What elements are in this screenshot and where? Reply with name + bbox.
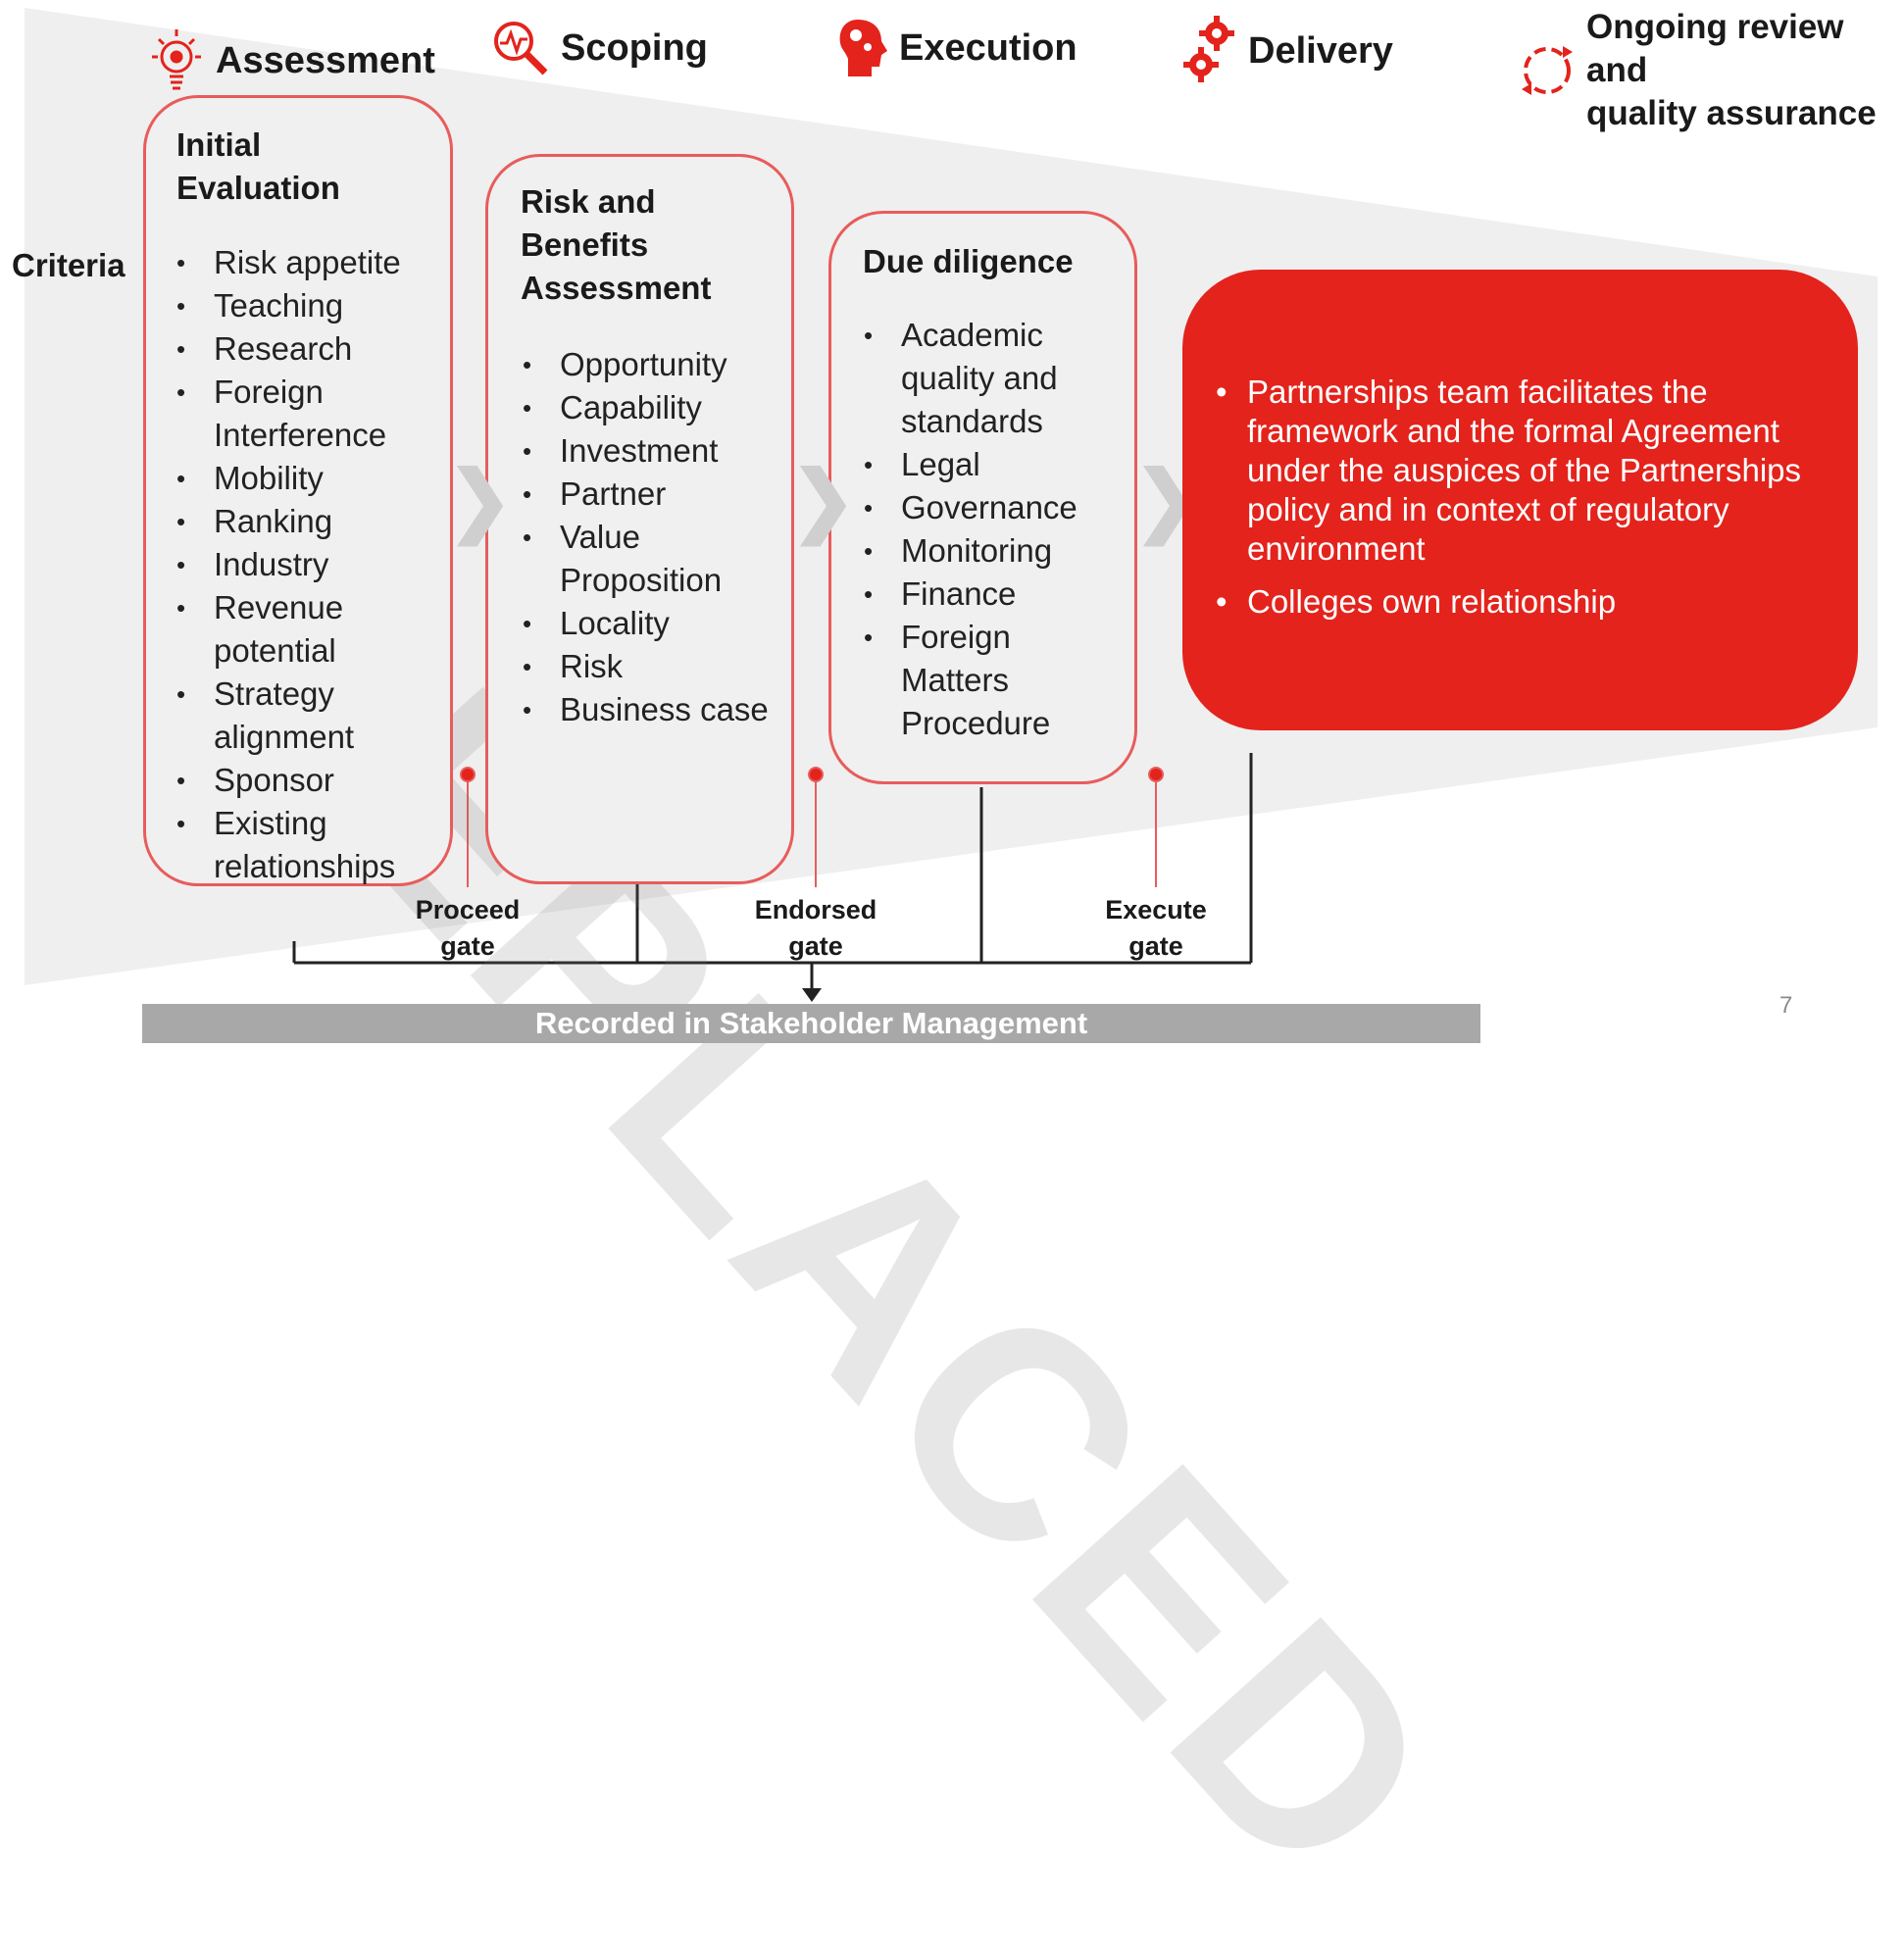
list-item: Governance: [864, 486, 1089, 529]
box-title: Risk and Benefits Assessment: [521, 183, 712, 306]
stage-label: Ongoing review and quality assurance: [1586, 8, 1877, 132]
list-item: Research: [176, 327, 441, 371]
execute-gate-label: Execute gate: [1105, 895, 1207, 961]
page-number: 7: [1779, 992, 1793, 1019]
list-item: Risk: [523, 645, 787, 688]
stage-label: Delivery: [1248, 30, 1393, 72]
stage-label: Assessment: [216, 40, 435, 81]
down-arrow: [802, 988, 822, 1002]
delivery-list: Partnerships team facilitates the framew…: [1216, 373, 1843, 635]
stage-delivery: Delivery: [1183, 16, 1393, 86]
risk-benefits-list: OpportunityCapabilityInvestmentPartnerVa…: [523, 343, 787, 731]
list-item: Teaching: [176, 284, 441, 327]
list-item: Sponsor: [176, 759, 441, 802]
list-item: Finance: [864, 573, 1089, 616]
due-diligence-list: Academic quality and standardsLegalGover…: [864, 314, 1089, 745]
list-item: Strategy alignment: [176, 673, 441, 759]
list-item: Revenue potential: [176, 586, 441, 673]
list-item: Opportunity: [523, 343, 787, 386]
list-item: Value Proposition: [523, 516, 787, 602]
magnifier-icon: [494, 22, 548, 75]
box-title: Initial Evaluation: [176, 126, 340, 206]
list-item: Academic quality and standards: [864, 314, 1089, 443]
list-item: Ranking: [176, 500, 441, 543]
list-item: Existing relationships: [176, 802, 441, 888]
list-item: Investment: [523, 429, 787, 473]
stage-scoping: Scoping: [490, 18, 708, 78]
endorsed-gate-label: Endorsed gate: [754, 895, 877, 961]
list-item: Capability: [523, 386, 787, 429]
gears-icon: [1183, 16, 1234, 82]
list-item: Monitoring: [864, 529, 1089, 573]
cycle-arrows-icon: [1522, 46, 1573, 95]
stage-assessment: Assessment: [147, 27, 435, 94]
chevron-right-icon: ❯: [447, 456, 514, 543]
stage-ongoing-review: Ongoing review and quality assurance: [1518, 6, 1904, 135]
endorsed-gate-dot: [808, 767, 824, 782]
lightbulb-icon: [152, 29, 201, 90]
stage-label: Execution: [899, 27, 1077, 69]
recorded-in-stakeholder-bar: Recorded in Stakeholder Management: [142, 1004, 1480, 1043]
execute-gate-dot: [1148, 767, 1164, 782]
head-gears-icon: [839, 20, 887, 76]
list-item: Partner: [523, 473, 787, 516]
box-title: Due diligence: [863, 243, 1074, 279]
list-item: Business case: [523, 688, 787, 731]
list-item: Locality: [523, 602, 787, 645]
criteria-label: Criteria: [12, 247, 125, 283]
proceed-gate-label: Proceed gate: [415, 895, 521, 961]
list-item: Foreign Matters Procedure: [864, 616, 1089, 745]
list-item: Legal: [864, 443, 1089, 486]
list-item: Foreign Interference: [176, 371, 441, 457]
proceed-gate-dot: [460, 767, 476, 782]
stage-label: Scoping: [561, 27, 708, 69]
chevron-right-icon: ❯: [790, 456, 857, 543]
list-item: Industry: [176, 543, 441, 586]
list-item: Colleges own relationship: [1216, 582, 1843, 622]
initial-evaluation-list: Risk appetiteTeachingResearchForeign Int…: [176, 241, 441, 888]
list-item: Risk appetite: [176, 241, 441, 284]
list-item: Mobility: [176, 457, 441, 500]
stage-execution: Execution: [836, 16, 1077, 80]
list-item: Partnerships team facilitates the framew…: [1216, 373, 1843, 569]
recording-bracket: [292, 753, 1253, 990]
